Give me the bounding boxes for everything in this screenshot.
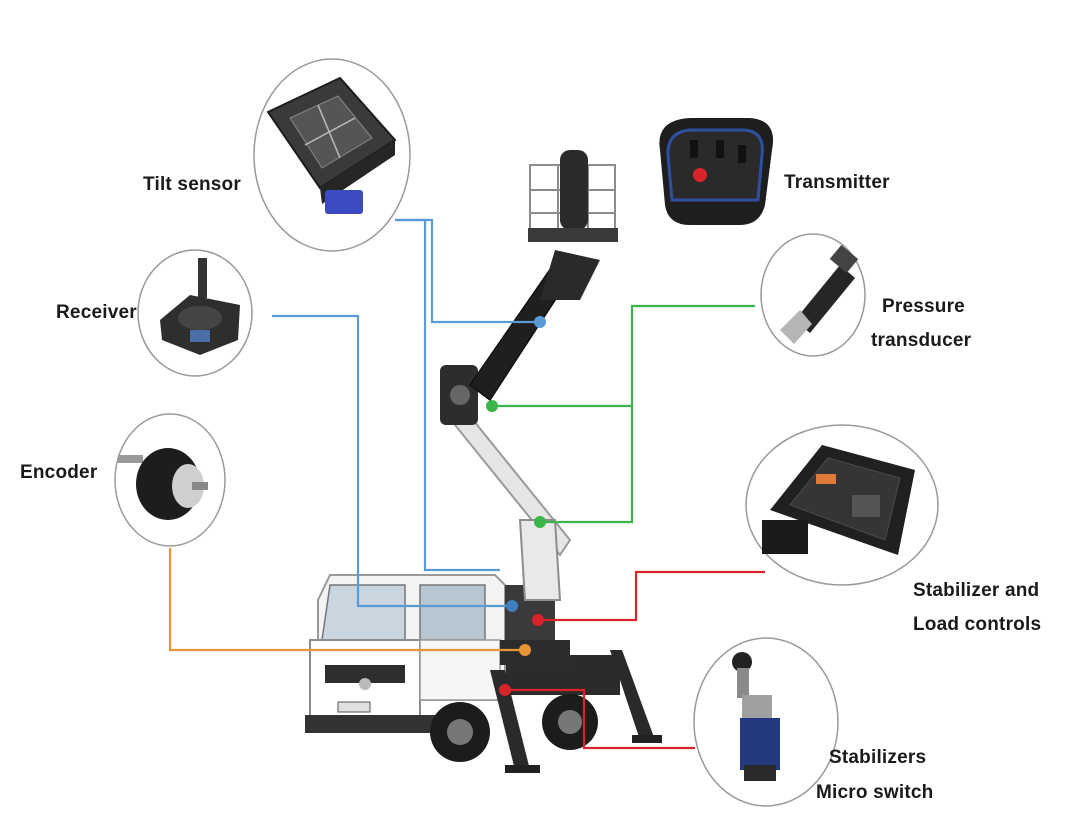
tilt-sensor-line-b xyxy=(395,218,540,324)
transmitter-image xyxy=(659,118,774,225)
pressure-transducer-line xyxy=(540,304,755,524)
micro-switch-label-line1: Stabilizers xyxy=(829,747,927,768)
encoder-line xyxy=(168,548,525,652)
stabilizer-controls-line xyxy=(538,570,765,622)
stabilizer-controls-label: Stabilizer and Load controls xyxy=(913,574,1041,642)
micro-switch-label-line2: Micro switch xyxy=(816,782,934,803)
connection-dots xyxy=(486,316,546,696)
stabilizer-controls-image xyxy=(745,424,939,586)
stabilizer-controls-label-line1: Stabilizer and xyxy=(913,580,1040,601)
pressure-transducer-label: Pressure xyxy=(882,290,965,324)
pressure-transducer-label-2: transducer xyxy=(871,324,971,358)
micro-switch-image xyxy=(693,637,839,807)
tilt-sensor-image xyxy=(253,58,411,252)
truck-illustration xyxy=(305,574,662,773)
stabilizer-controls-label-line2: Load controls xyxy=(913,614,1042,635)
connection-lines xyxy=(168,218,765,750)
encoder-label: Encoder xyxy=(20,462,98,483)
micro-switch-label-2: Micro switch xyxy=(816,776,933,810)
micro-switch-line xyxy=(505,688,695,750)
encoder-image xyxy=(114,413,226,547)
receiver-label: Receiver xyxy=(56,302,137,323)
transmitter-label: Transmitter xyxy=(784,172,890,193)
micro-switch-label: Stabilizers xyxy=(829,741,926,775)
receiver-image xyxy=(137,249,253,377)
receiver-line xyxy=(272,314,512,608)
boom-illustration xyxy=(440,150,618,601)
pressure-transducer-label-line1: Pressure xyxy=(882,296,965,317)
tilt-sensor-label: Tilt sensor xyxy=(143,174,241,195)
pressure-transducer-label-line2: transducer xyxy=(871,330,972,351)
pressure-transducer-image xyxy=(760,233,866,357)
